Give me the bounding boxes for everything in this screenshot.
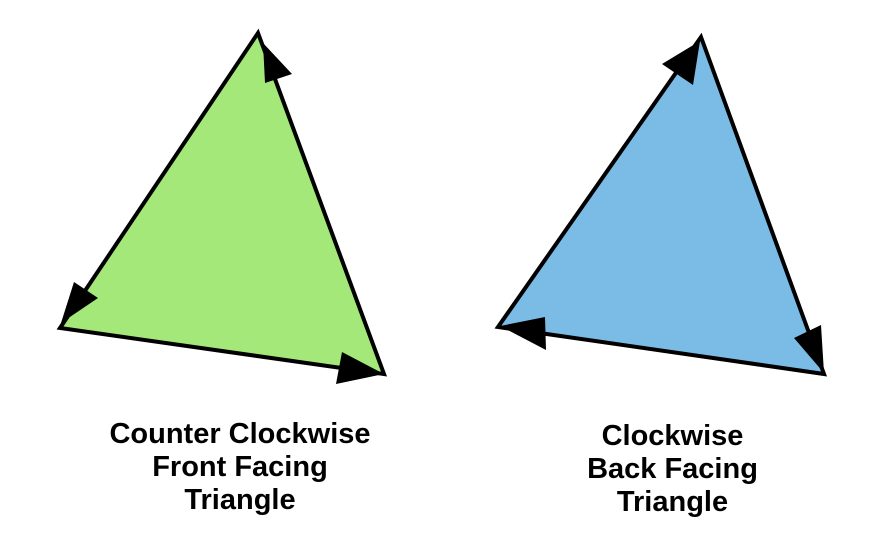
caption-line: Front Facing <box>152 451 328 483</box>
arrowhead-top-icon <box>263 43 292 83</box>
caption-line: Back Facing <box>587 453 758 485</box>
caption-line: Triangle <box>184 484 296 516</box>
front-facing-caption: Counter Clockwise Front Facing Triangle <box>60 418 420 517</box>
arrowhead-right-icon <box>794 325 824 373</box>
arrowhead-left-icon <box>500 317 546 350</box>
arrowhead-bottom-icon <box>336 352 384 384</box>
arrowhead-left-icon <box>61 282 98 323</box>
front-facing-triangle <box>56 28 388 377</box>
caption-line: Counter Clockwise <box>109 418 371 450</box>
back-facing-triangle-group <box>494 32 828 377</box>
front-facing-triangle-group <box>56 28 388 384</box>
caption-line: Clockwise <box>601 420 744 452</box>
back-facing-triangle <box>494 32 828 377</box>
caption-line: Triangle <box>616 486 729 518</box>
back-facing-caption: Clockwise Back Facing Triangle <box>500 420 845 519</box>
arrowhead-top-icon <box>662 41 700 85</box>
